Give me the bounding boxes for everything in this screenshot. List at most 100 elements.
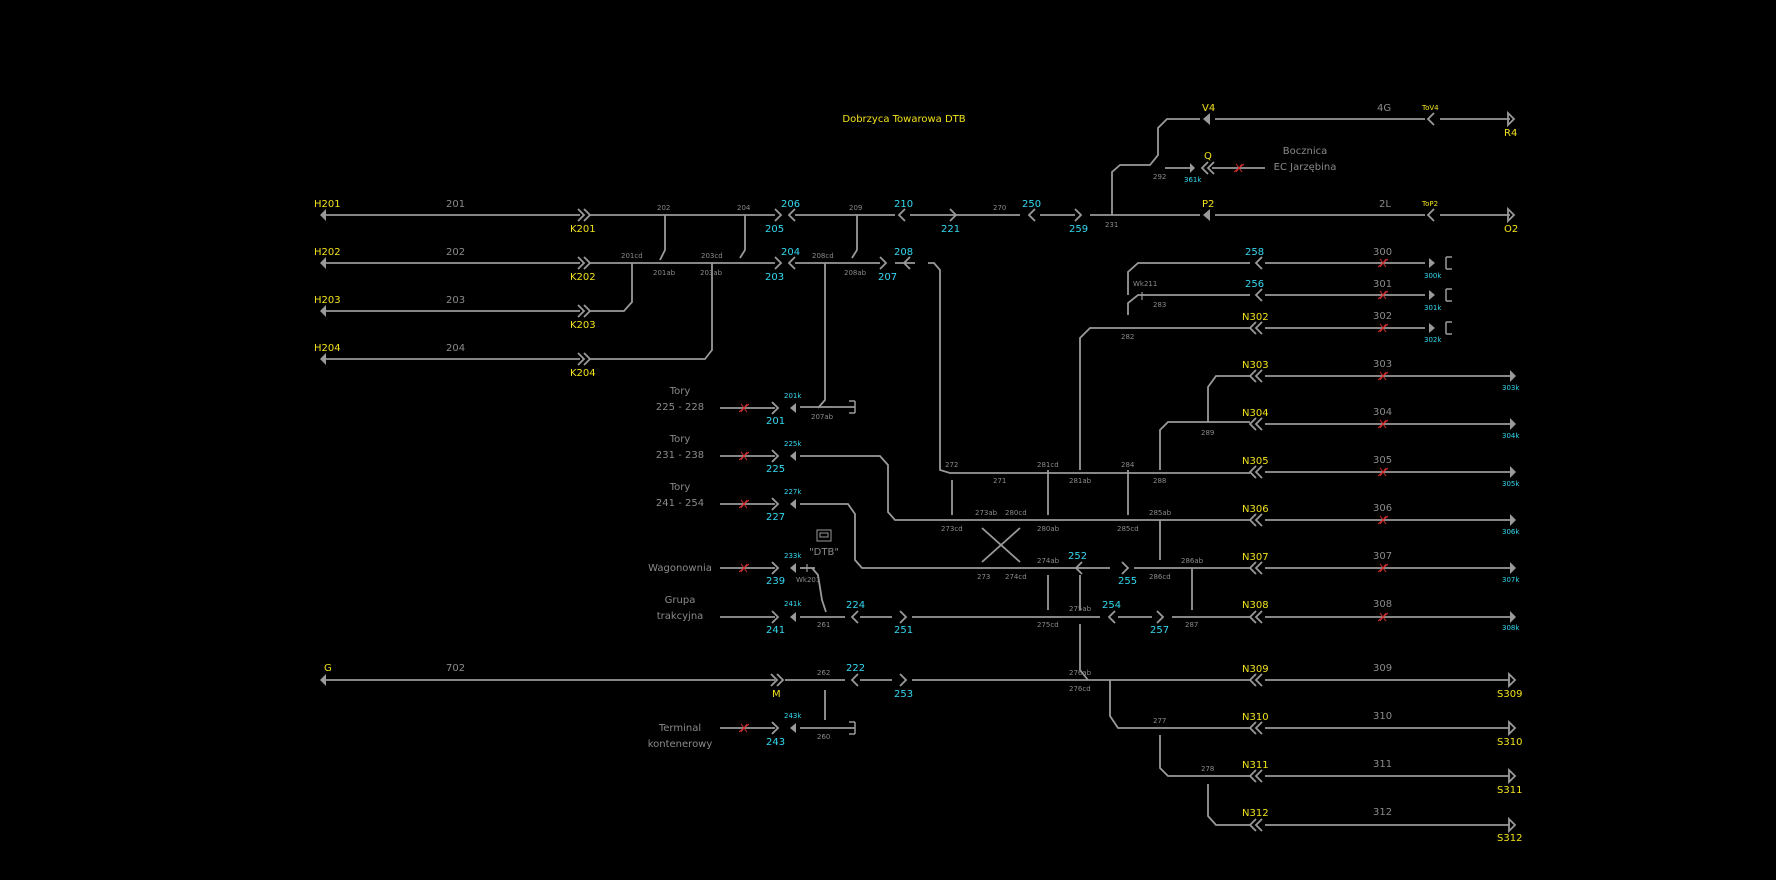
switch-260[interactable]: 260 [817,733,830,741]
signal-R4[interactable]: R4 [1504,128,1517,139]
shunt-225k[interactable]: 225k [784,440,802,448]
switch-261[interactable]: 261 [817,621,830,629]
switch-281cd[interactable]: 281cd [1037,461,1059,469]
signal-H203[interactable]: H203 [314,295,341,306]
switch-281ab[interactable]: 281ab [1069,477,1092,485]
shunt-304k[interactable]: 304k [1502,432,1520,440]
switch-282[interactable]: 282 [1121,333,1134,341]
shunt-301k[interactable]: 301k [1424,304,1442,312]
switch-Wk201[interactable]: Wk201 [796,576,820,584]
shunt-251[interactable]: 251 [894,625,913,636]
switch-288[interactable]: 288 [1153,477,1166,485]
shunt-241[interactable]: 241 [766,625,785,636]
signal-N302[interactable]: N302 [1242,312,1269,323]
signal-H201[interactable]: H201 [314,199,341,210]
shunt-258[interactable]: 258 [1245,247,1264,258]
switch-273[interactable]: 273 [977,573,990,581]
shunt-207[interactable]: 207 [878,272,897,283]
switch-204[interactable]: 204 [737,204,751,212]
shunt-204[interactable]: 204 [781,247,800,258]
shunt-257[interactable]: 257 [1150,625,1169,636]
shunt-233k[interactable]: 233k [784,552,802,560]
switch-276ab[interactable]: 276ab [1069,669,1092,677]
switch-280cd[interactable]: 280cd [1005,509,1027,517]
signal-S309[interactable]: S309 [1497,689,1522,700]
shunt-303k[interactable]: 303k [1502,384,1520,392]
shunt-306k[interactable]: 306k [1502,528,1520,536]
shunt-225[interactable]: 225 [766,464,785,475]
signal-N303[interactable]: N303 [1242,360,1269,371]
switch-271[interactable]: 271 [993,477,1006,485]
signal-N312[interactable]: N312 [1242,808,1269,819]
switch-292[interactable]: 292 [1153,173,1166,181]
switch-270[interactable]: 270 [993,204,1006,212]
signal-ToV4[interactable]: ToV4 [1421,104,1439,112]
shunt-201k[interactable]: 201k [784,392,802,400]
shunt-256[interactable]: 256 [1245,279,1264,290]
signal-G[interactable]: G [324,663,332,674]
signal-S312[interactable]: S312 [1497,833,1522,844]
signal-N304[interactable]: N304 [1242,408,1269,419]
signal-H204[interactable]: H204 [314,343,341,354]
switch-273cd[interactable]: 273cd [941,525,963,533]
shunt-210[interactable]: 210 [894,199,913,210]
switch-289[interactable]: 289 [1201,429,1214,437]
shunt-300k[interactable]: 300k [1424,272,1442,280]
switch-276cd[interactable]: 276cd [1069,685,1091,693]
shunt-224[interactable]: 224 [846,600,865,611]
shunt-243[interactable]: 243 [766,737,785,748]
switch-285cd[interactable]: 285cd [1117,525,1139,533]
switch-275ab[interactable]: 275ab [1069,605,1092,613]
shunt-227[interactable]: 227 [766,512,785,523]
switch-273ab[interactable]: 273ab [975,509,998,517]
switch-285ab[interactable]: 285ab [1149,509,1172,517]
switch-283[interactable]: 283 [1153,301,1166,309]
switch-275cd[interactable]: 275cd [1037,621,1059,629]
signal-N311[interactable]: N311 [1242,760,1269,771]
switch-274ab[interactable]: 274ab [1037,557,1060,565]
switch-201ab[interactable]: 201ab [653,269,676,277]
signal-ToP2[interactable]: ToP2 [1421,200,1438,208]
shunt-305k[interactable]: 305k [1502,480,1520,488]
shunt-205[interactable]: 205 [765,224,784,235]
signal-K201[interactable]: K201 [570,224,596,235]
signal-S311[interactable]: S311 [1497,785,1522,796]
signal-N306[interactable]: N306 [1242,504,1269,515]
shunt-208[interactable]: 208 [894,247,913,258]
shunt-308k[interactable]: 308k [1502,624,1520,632]
switch-207ab[interactable]: 207ab [811,413,834,421]
signal-V4[interactable]: V4 [1202,103,1215,114]
shunt-203[interactable]: 203 [765,272,784,283]
shunt-221[interactable]: 221 [941,224,960,235]
signal-M[interactable]: M [772,689,781,700]
switch-202[interactable]: 202 [657,204,670,212]
switch-287[interactable]: 287 [1185,621,1198,629]
shunt-361k[interactable]: 361k [1184,176,1202,184]
signal-K203[interactable]: K203 [570,320,596,331]
shunt-302k[interactable]: 302k [1424,336,1442,344]
signal-N310[interactable]: N310 [1242,712,1269,723]
shunt-243k[interactable]: 243k [784,712,802,720]
signal-N308[interactable]: N308 [1242,600,1269,611]
shunt-259[interactable]: 259 [1069,224,1088,235]
switch-203cd[interactable]: 203cd [701,252,723,260]
shunt-254[interactable]: 254 [1102,600,1121,611]
switch-209[interactable]: 209 [849,204,862,212]
switch-284[interactable]: 284 [1121,461,1135,469]
signal-S310[interactable]: S310 [1497,737,1522,748]
shunt-241k[interactable]: 241k [784,600,802,608]
shunt-253[interactable]: 253 [894,689,913,700]
shunt-252[interactable]: 252 [1068,551,1087,562]
switch-286cd[interactable]: 286cd [1149,573,1171,581]
signal-N305[interactable]: N305 [1242,456,1269,467]
switch-Wk211[interactable]: Wk211 [1133,280,1157,288]
signal-P2[interactable]: P2 [1202,199,1214,210]
signal-N307[interactable]: N307 [1242,552,1269,563]
switch-262[interactable]: 262 [817,669,830,677]
switch-208ab[interactable]: 208ab [844,269,867,277]
shunt-201[interactable]: 201 [766,416,785,427]
shunt-206[interactable]: 206 [781,199,800,210]
switch-274cd[interactable]: 274cd [1005,573,1027,581]
switch-272[interactable]: 272 [945,461,958,469]
switch-280ab[interactable]: 280ab [1037,525,1060,533]
